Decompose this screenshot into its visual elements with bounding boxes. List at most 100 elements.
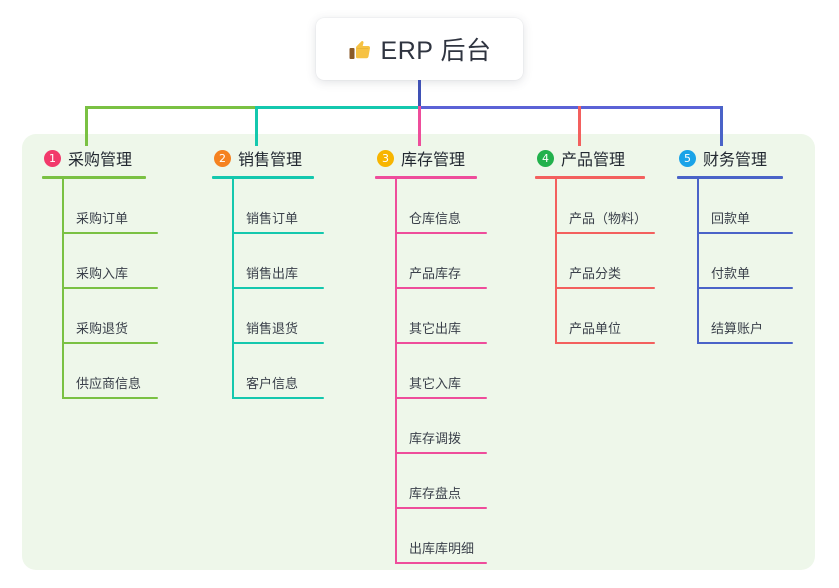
- bus-segment-violet: [418, 106, 723, 109]
- drop-stem-col3: [418, 106, 421, 146]
- submodule-item[interactable]: 采购退货: [42, 289, 158, 344]
- module-badge-3: 3: [377, 149, 394, 167]
- root-node-label: ERP 后台: [380, 37, 492, 65]
- submodule-item[interactable]: 销售订单: [212, 179, 324, 234]
- module-title-2: 销售管理: [238, 152, 303, 169]
- submodule-rule: [395, 342, 487, 344]
- submodule-label: 销售订单: [246, 211, 299, 226]
- submodule-rule: [62, 232, 158, 234]
- module-title-3: 库存管理: [401, 152, 466, 169]
- thumbs-up-icon: [348, 38, 372, 62]
- submodule-list-3: 仓库信息产品库存其它出库其它入库库存调拨库存盘点出库库明细: [375, 179, 487, 564]
- submodule-item[interactable]: 回款单: [677, 179, 793, 234]
- submodule-rule: [395, 562, 487, 564]
- module-badge-1: 1: [44, 149, 61, 167]
- module-badge-5: 5: [679, 149, 696, 167]
- module-column-4: 4 产品管理产品（物料） 产品分类产品单位: [535, 146, 655, 344]
- submodule-rule: [62, 342, 158, 344]
- drop-stem-col5: [720, 106, 723, 146]
- submodule-item[interactable]: 其它入库: [375, 344, 487, 399]
- submodule-item[interactable]: 结算账户: [677, 289, 793, 344]
- drop-stem-col4: [578, 106, 581, 146]
- submodule-label: 其它出库: [409, 321, 462, 336]
- submodule-label: 客户信息: [246, 376, 299, 391]
- module-header-2[interactable]: 2 销售管理: [212, 146, 314, 170]
- module-header-rule-3: [375, 176, 477, 179]
- module-header-1[interactable]: 1 采购管理: [42, 146, 146, 170]
- module-header-3[interactable]: 3 库存管理: [375, 146, 477, 170]
- root-stem-line: [418, 80, 421, 108]
- submodule-item[interactable]: 产品单位: [535, 289, 655, 344]
- submodule-item[interactable]: 销售退货: [212, 289, 324, 344]
- submodule-rule: [555, 232, 655, 234]
- submodule-label: 产品单位: [569, 321, 622, 336]
- submodule-rule: [555, 287, 655, 289]
- submodule-rule: [232, 342, 324, 344]
- submodule-label: 仓库信息: [409, 211, 462, 226]
- submodule-item[interactable]: 付款单: [677, 234, 793, 289]
- submodule-rule: [395, 397, 487, 399]
- submodule-rule: [395, 287, 487, 289]
- submodule-label: 采购订单: [76, 211, 129, 226]
- submodule-label: 产品分类: [569, 266, 622, 281]
- submodule-item[interactable]: 其它出库: [375, 289, 487, 344]
- submodule-item[interactable]: 库存调拨: [375, 399, 487, 454]
- submodule-label: 库存盘点: [409, 486, 462, 501]
- module-title-4: 产品管理: [561, 152, 626, 169]
- module-header-rule-1: [42, 176, 146, 179]
- submodule-item[interactable]: 供应商信息: [42, 344, 158, 399]
- module-column-2: 2 销售管理销售订单销售出库销售退货客户信息: [212, 146, 324, 399]
- submodule-spine-1: [62, 179, 64, 399]
- submodule-rule: [395, 232, 487, 234]
- root-node-card[interactable]: ERP 后台: [316, 18, 523, 80]
- submodule-list-5: 回款单付款单结算账户: [677, 179, 793, 344]
- submodule-rule: [697, 232, 793, 234]
- submodule-label: 产品（物料）: [569, 211, 648, 226]
- submodule-rule: [232, 287, 324, 289]
- submodule-label: 回款单: [711, 211, 751, 226]
- submodule-rule: [62, 287, 158, 289]
- module-header-rule-2: [212, 176, 314, 179]
- submodule-spine-5: [697, 179, 699, 344]
- submodule-item[interactable]: 产品库存: [375, 234, 487, 289]
- root-node-title: ERP 后台: [348, 31, 492, 67]
- submodule-label: 结算账户: [711, 321, 764, 336]
- submodule-item[interactable]: 销售出库: [212, 234, 324, 289]
- submodule-item[interactable]: 出库库明细: [375, 509, 487, 564]
- module-badge-4: 4: [537, 149, 554, 167]
- submodule-list-4: 产品（物料） 产品分类产品单位: [535, 179, 655, 344]
- module-title-1: 采购管理: [68, 152, 133, 169]
- submodule-spine-3: [395, 179, 397, 564]
- submodule-item[interactable]: 采购订单: [42, 179, 158, 234]
- submodule-list-1: 采购订单采购入库采购退货供应商信息: [42, 179, 158, 399]
- submodule-rule: [395, 452, 487, 454]
- bus-segment-green: [85, 106, 257, 109]
- submodule-label: 采购入库: [76, 266, 129, 281]
- submodule-rule: [232, 397, 324, 399]
- submodule-item[interactable]: 产品分类: [535, 234, 655, 289]
- drop-stem-col1: [85, 106, 88, 146]
- submodule-rule: [697, 342, 793, 344]
- submodule-item[interactable]: 产品（物料）: [535, 179, 655, 234]
- submodule-rule: [395, 507, 487, 509]
- submodule-item[interactable]: 库存盘点: [375, 454, 487, 509]
- module-badge-2: 2: [214, 149, 231, 167]
- submodule-list-2: 销售订单销售出库销售退货客户信息: [212, 179, 324, 399]
- submodule-label: 库存调拨: [409, 431, 462, 446]
- submodule-label: 销售退货: [246, 321, 299, 336]
- drop-stem-col2: [255, 106, 258, 146]
- submodule-spine-4: [555, 179, 557, 344]
- submodule-rule: [555, 342, 655, 344]
- module-header-rule-4: [535, 176, 645, 179]
- submodule-item[interactable]: 仓库信息: [375, 179, 487, 234]
- submodule-label: 产品库存: [409, 266, 462, 281]
- module-header-4[interactable]: 4 产品管理: [535, 146, 645, 170]
- submodule-item[interactable]: 采购入库: [42, 234, 158, 289]
- submodule-item[interactable]: 客户信息: [212, 344, 324, 399]
- modules-panel: [22, 134, 815, 570]
- submodule-label: 供应商信息: [76, 376, 142, 391]
- submodule-label: 采购退货: [76, 321, 129, 336]
